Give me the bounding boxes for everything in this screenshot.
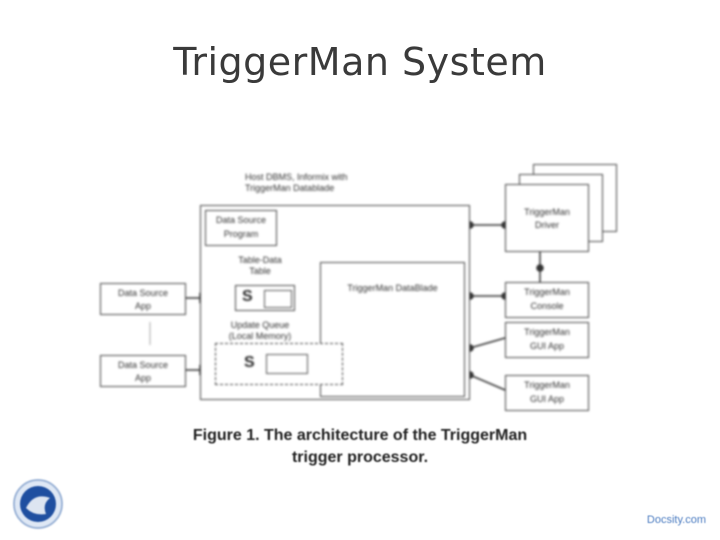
client-console: TriggerMan Console — [505, 282, 589, 318]
client3-line2: GUI App — [529, 394, 565, 404]
watermark: Docsity.com — [646, 514, 706, 526]
left-box2-line1: Data Source — [117, 360, 169, 370]
queue-box: S — [215, 343, 343, 385]
client-gui-1: TriggerMan GUI App — [505, 322, 589, 358]
figure-caption: Figure 1. The architecture of the Trigge… — [100, 425, 620, 469]
left-box1-line1: Data Source — [117, 288, 169, 298]
data-source-app-2: Data Source App — [100, 355, 186, 387]
caption-line2: trigger processor. — [291, 449, 429, 466]
db-note-line1: Host DBMS, Informix with — [245, 172, 348, 182]
host-program-box: Data Source Program — [205, 210, 277, 246]
driver-line1: TriggerMan — [524, 207, 570, 217]
slide-title: TriggerMan System — [173, 40, 547, 84]
queue-label: Update Queue (Local Memory) — [220, 320, 300, 342]
driver-box: TriggerMan Driver — [505, 184, 589, 252]
client2-line1: TriggerMan — [524, 327, 570, 337]
queue-symbol: S — [244, 354, 255, 371]
left-box2-line2: App — [134, 373, 151, 383]
data-source-app-1: Data Source App — [100, 283, 186, 315]
db-note-line2: TriggerMan Datablade — [245, 183, 335, 193]
table-symbol: S — [242, 288, 253, 305]
table-label-line1: Table-Data — [238, 255, 282, 265]
driver-line2: Driver — [535, 220, 559, 230]
connector-gui2 — [469, 374, 506, 391]
datablade-box: TriggerMan DataBlade — [320, 262, 465, 397]
queue-label-line1: Update Queue — [230, 320, 290, 330]
table-label: Table-Data Table — [225, 255, 295, 277]
left-box1-line2: App — [134, 301, 151, 311]
caption-line1: Figure 1. The architecture of the Trigge… — [192, 427, 528, 444]
client1-line2: Console — [530, 301, 564, 311]
table-box: S — [235, 285, 295, 311]
host-program-line2: Program — [223, 229, 259, 239]
datablade-label: TriggerMan DataBlade — [347, 283, 438, 293]
db-note: Host DBMS, Informix with TriggerMan Data… — [245, 172, 348, 194]
client1-line1: TriggerMan — [524, 287, 570, 297]
logo-icon — [13, 479, 63, 529]
client-gui-2: TriggerMan GUI App — [505, 375, 589, 411]
host-program-line1: Data Source — [215, 215, 267, 225]
connector-gui1 — [469, 337, 506, 349]
client3-line1: TriggerMan — [524, 380, 570, 390]
table-label-line2: Table — [249, 266, 271, 276]
queue-label-line2: (Local Memory) — [228, 331, 292, 341]
client2-line2: GUI App — [529, 341, 565, 351]
